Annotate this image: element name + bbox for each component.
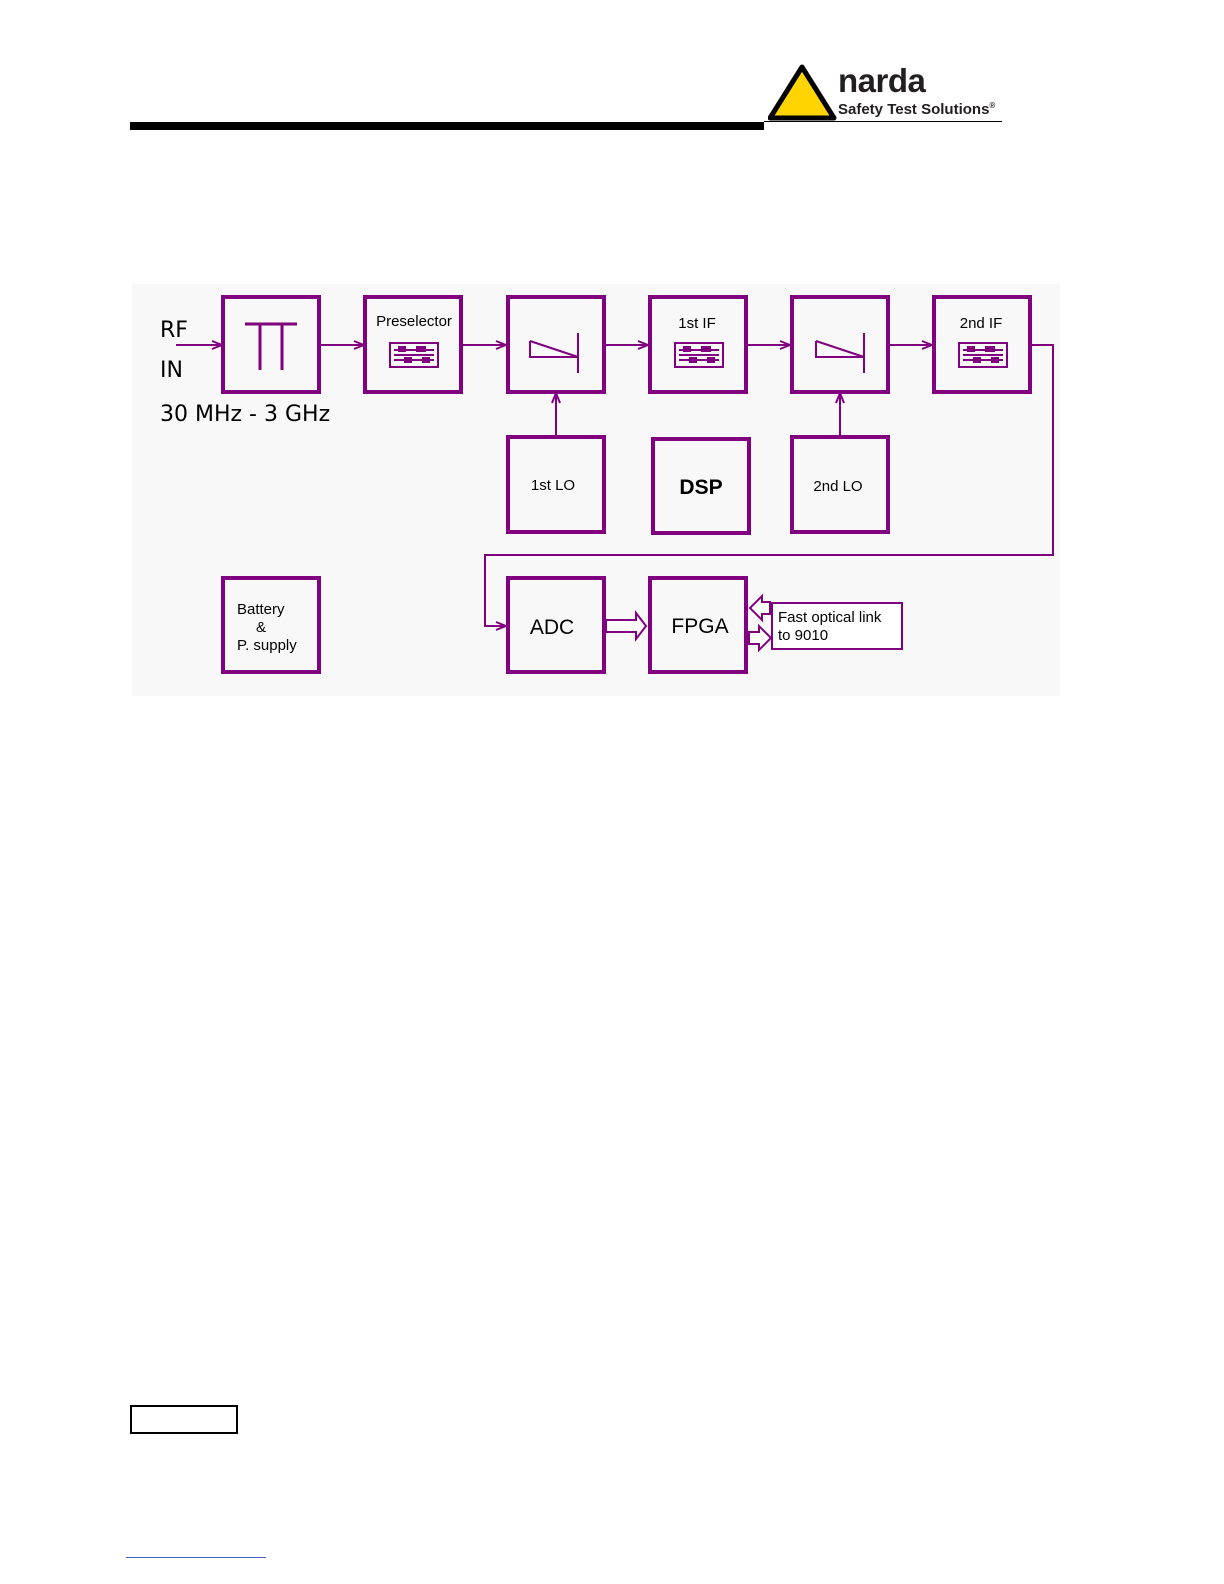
receiver-block-diagram: RF IN 30 MHz - 3 GHz [0,0,1224,760]
in-label: IN [160,358,183,383]
battery-label-line3: P. supply [237,637,297,654]
fpga-label: FPGA [671,615,728,638]
optical-link-label-line2: to 9010 [778,627,828,644]
optical-link-label-line1: Fast optical link [778,609,882,626]
dsp-label: DSP [679,476,722,499]
rf-label: RF [160,318,188,343]
lo1-label: 1st LO [531,477,575,494]
battery-label-line1: Battery [237,601,285,618]
battery-label-line2: & [256,619,266,636]
if2-label: 2nd IF [960,315,1003,332]
footer-page-box [130,1405,238,1434]
preselector-label: Preselector [376,313,452,330]
footer-link-underline[interactable] [126,1557,266,1558]
adc-label: ADC [530,616,574,639]
frequency-range-label: 30 MHz - 3 GHz [160,402,330,427]
lo2-label: 2nd LO [813,478,862,495]
if1-label: 1st IF [678,315,716,332]
